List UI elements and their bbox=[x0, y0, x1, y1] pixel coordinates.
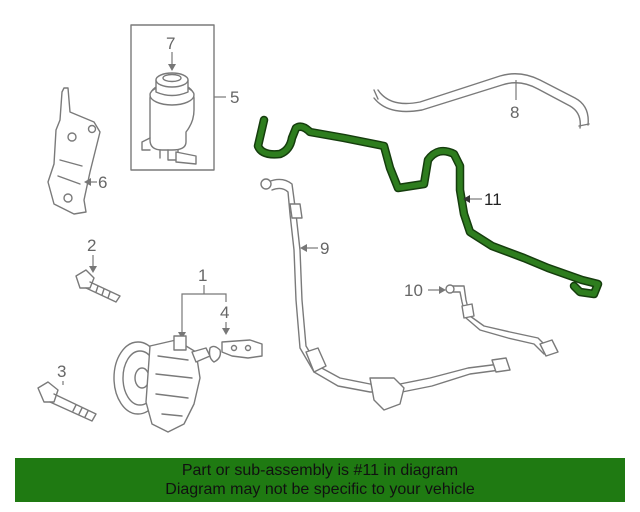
pump-fitting bbox=[208, 345, 222, 363]
bolt-3-head bbox=[37, 381, 59, 403]
parts-diagram: 7 5 8 6 2 3 1 bbox=[37, 24, 603, 433]
tube-10-end-fitting bbox=[539, 339, 559, 357]
info-banner: Part or sub-assembly is #11 in diagram D… bbox=[15, 458, 625, 502]
bracket-hole-c bbox=[63, 193, 73, 203]
banner-line-2: Diagram may not be specific to your vehi… bbox=[165, 481, 475, 498]
pump-inlet bbox=[173, 335, 187, 351]
pump-assembly[interactable]: 1 4 bbox=[113, 266, 263, 433]
bolt-2-thread bbox=[95, 285, 111, 299]
reservoir-assembly[interactable]: 7 5 bbox=[130, 24, 239, 171]
leader-9-arrow bbox=[300, 244, 307, 252]
hose-part-9[interactable]: 9 bbox=[260, 178, 511, 411]
bracket-part-6[interactable]: 6 bbox=[47, 87, 107, 215]
tube-10-line-b bbox=[451, 291, 545, 355]
bolt-2-head bbox=[75, 269, 95, 289]
leader-1-bracket bbox=[181, 285, 227, 332]
pump-outlet bbox=[191, 347, 211, 363]
tube-10-top-fitting bbox=[445, 284, 455, 294]
leader-10-arrow bbox=[439, 286, 446, 294]
leader-4-arrow bbox=[222, 328, 230, 335]
bracket-hole-b bbox=[87, 124, 97, 134]
reservoir-outlet bbox=[175, 151, 197, 165]
bolt-2-shank bbox=[85, 281, 121, 303]
hose-8-outline-b bbox=[373, 82, 581, 129]
hose-9-clamp bbox=[369, 377, 405, 411]
bracket-ribs bbox=[57, 159, 83, 185]
part-4-bracket bbox=[221, 339, 263, 359]
pump-body bbox=[145, 339, 201, 433]
cap-knob bbox=[162, 73, 182, 83]
bolt-part-3[interactable]: 3 bbox=[37, 362, 97, 422]
bolt-3-thread bbox=[72, 404, 89, 418]
bracket-hole-a bbox=[67, 132, 77, 142]
leader-7-arrow bbox=[168, 64, 176, 71]
tube-10-line-a bbox=[451, 285, 549, 349]
bolt-part-2[interactable]: 2 bbox=[75, 236, 121, 303]
callout-6: 6 bbox=[98, 173, 107, 192]
hose-9-top-fitting bbox=[260, 178, 272, 190]
leader-6-arrow bbox=[84, 178, 91, 186]
hose-part-8[interactable]: 8 bbox=[373, 73, 590, 129]
callout-9: 9 bbox=[320, 239, 329, 258]
bracket-6-body bbox=[47, 87, 101, 215]
part-4-hole-b bbox=[244, 344, 252, 352]
hose-9-sleeve-a bbox=[289, 203, 303, 219]
tube-part-10[interactable]: 10 bbox=[404, 281, 559, 357]
callout-10: 10 bbox=[404, 281, 423, 300]
pump-fins bbox=[155, 355, 193, 417]
hose-9-end-fitting bbox=[491, 357, 511, 373]
callout-2: 2 bbox=[87, 236, 96, 255]
part-4-hole-a bbox=[230, 344, 238, 352]
hose-part-11[interactable]: 11 bbox=[253, 115, 603, 299]
callout-4: 4 bbox=[220, 303, 229, 322]
hose-11-fill bbox=[255, 117, 601, 297]
callout-3: 3 bbox=[57, 362, 66, 381]
leader-2-arrow bbox=[89, 266, 97, 273]
hose-9-sleeve-b bbox=[305, 347, 327, 373]
leader-11-arrow bbox=[463, 195, 470, 203]
callout-8: 8 bbox=[510, 103, 519, 122]
hose-8-ends bbox=[373, 89, 590, 127]
banner-line-1: Part or sub-assembly is #11 in diagram bbox=[181, 462, 459, 479]
tube-10-clip bbox=[461, 303, 475, 319]
callout-1: 1 bbox=[198, 266, 207, 285]
callout-11: 11 bbox=[484, 190, 502, 209]
callout-7: 7 bbox=[166, 34, 175, 53]
callout-5: 5 bbox=[230, 88, 239, 107]
hose-8-outline-a bbox=[377, 73, 589, 126]
bolt-3-shank bbox=[49, 393, 97, 422]
